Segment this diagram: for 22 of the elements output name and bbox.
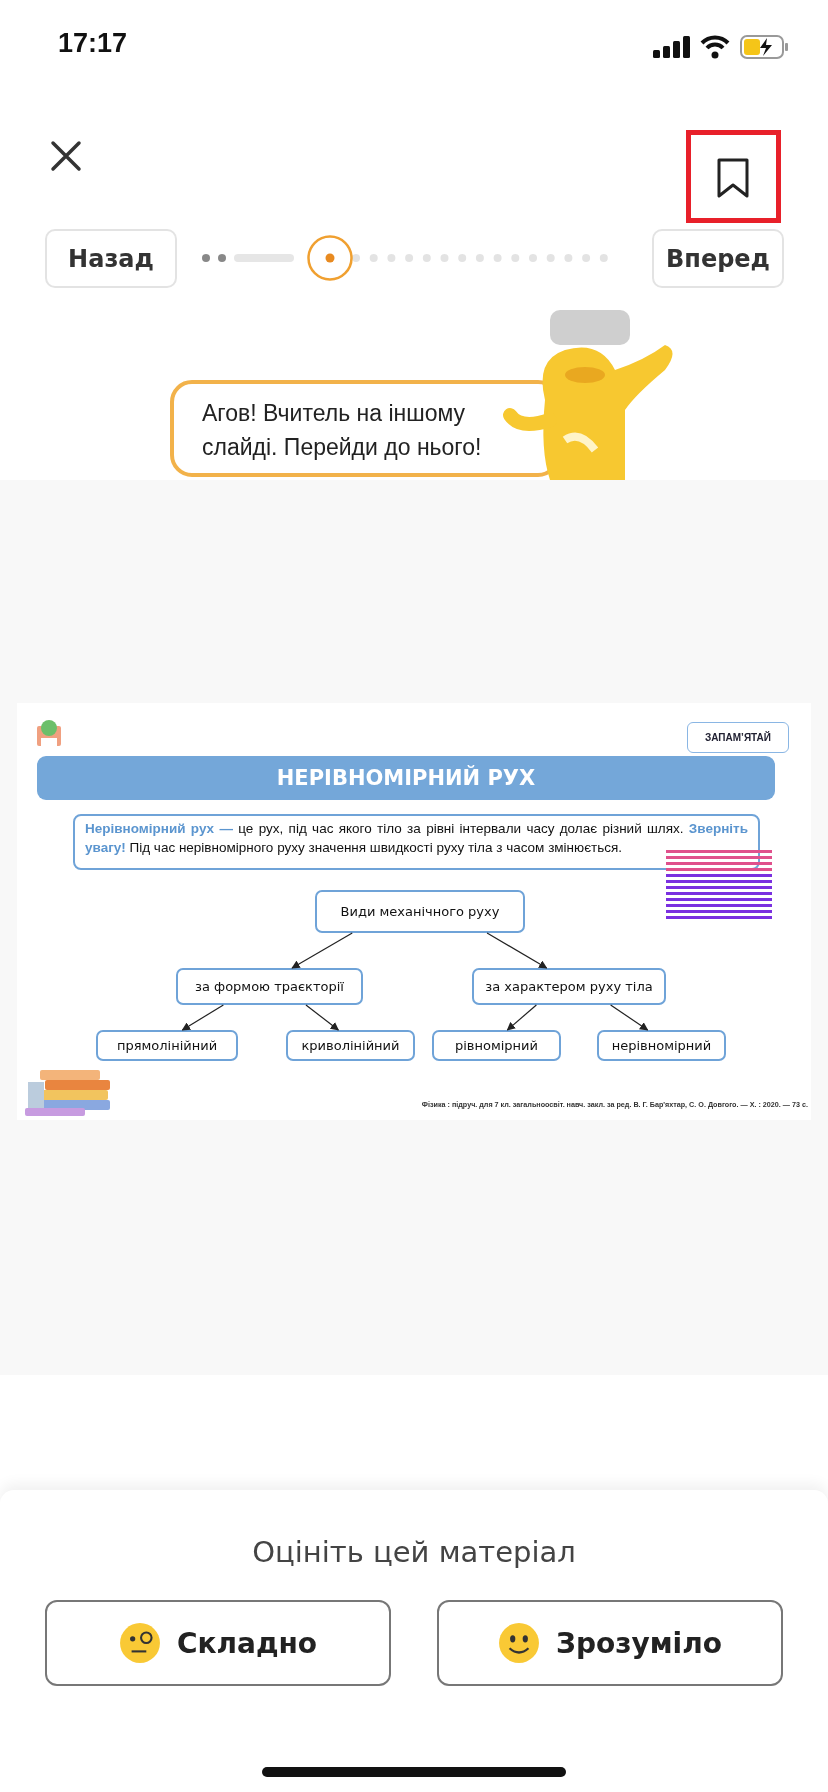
- arrow: [610, 1004, 649, 1031]
- rating-prompt: Оцініть цей матеріал: [251, 1535, 577, 1571]
- category-box: криволінійний: [286, 1030, 415, 1061]
- understood-button: Зрозуміло: [437, 1600, 783, 1686]
- arrow: [506, 1004, 537, 1031]
- arrow: [486, 932, 548, 969]
- difficult-button: Складно: [45, 1600, 391, 1686]
- back-button: Назад: [45, 229, 177, 288]
- category-box: за формою траєкторії: [176, 968, 363, 1005]
- arrow: [181, 1004, 224, 1031]
- category-box: за характером руху тіла: [472, 968, 666, 1005]
- arrow: [305, 1004, 339, 1031]
- status-time: 17:17: [58, 28, 129, 60]
- remember-tag: ЗАПАМ’ЯТАЙ: [687, 722, 789, 753]
- category-box: Види механічного руху: [315, 890, 525, 933]
- next-button: Вперед: [652, 229, 784, 288]
- category-box: рівномірний: [432, 1030, 561, 1061]
- arrow: [291, 932, 353, 969]
- title-band: НЕРІВНОМІРНИЙ РУХ: [37, 756, 775, 800]
- definition-box: Нерівномірний рух — це рух, під час якого тіло за рівні інтервали часу долає різний шлях. Зверніть увагу! Під час нерівномірного руху значення швидкості руху тіла з часом змінюється.: [73, 814, 760, 870]
- category-box: прямолінійний: [96, 1030, 238, 1061]
- category-box: нерівномірний: [597, 1030, 726, 1061]
